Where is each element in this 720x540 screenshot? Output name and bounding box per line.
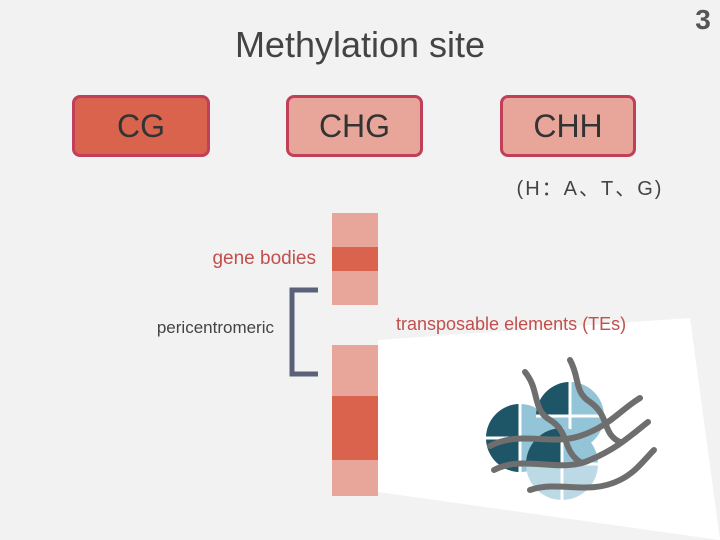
chromosome-segment: [332, 213, 378, 247]
chromosome-segment-te: [332, 396, 378, 460]
transposable-elements-label: transposable elements (TEs): [396, 314, 696, 335]
chromosome-segment: [332, 460, 378, 496]
chromosome-segment: [332, 271, 378, 305]
chromosome-segment-gene-body: [332, 247, 378, 271]
gene-bodies-label: gene bodies: [140, 248, 316, 270]
transposable-elements-icon: [470, 350, 660, 510]
pericentromeric-bracket-icon: [284, 286, 324, 378]
chromosome-segment: [332, 345, 378, 396]
pericentromeric-label: pericentromeric: [100, 318, 274, 338]
